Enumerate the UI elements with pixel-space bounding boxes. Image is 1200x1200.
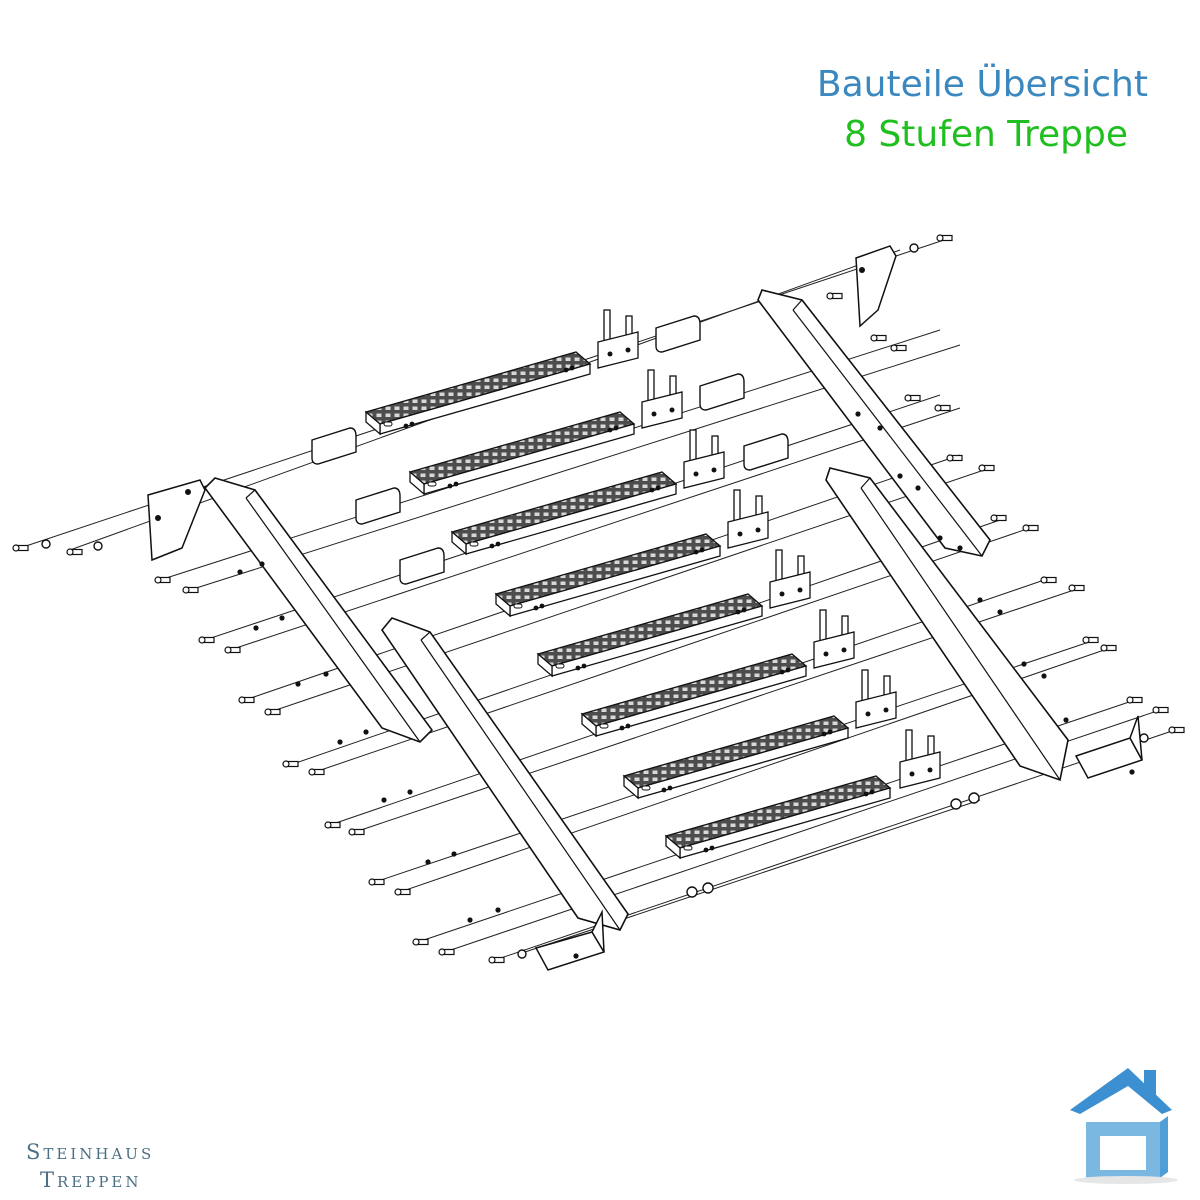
- tread-4: [495, 533, 721, 617]
- house-icon: [1070, 1068, 1178, 1184]
- wall-bracket-right: [855, 245, 897, 328]
- nuts-washers: [41, 243, 1149, 959]
- floor-bracket-left: [534, 909, 606, 971]
- brand-line-1: Steinhaus: [26, 1140, 155, 1164]
- brand-wordmark: Steinhaus Treppen: [26, 1138, 154, 1194]
- tread-7: [623, 715, 849, 799]
- floor-bracket-right: [1074, 715, 1144, 779]
- treads: [365, 351, 891, 859]
- tread-2: [409, 411, 635, 495]
- right-stringer-front: [825, 467, 1069, 782]
- right-stringer-rear: [757, 289, 991, 557]
- tread-5: [537, 593, 763, 677]
- tread-8: [665, 775, 891, 859]
- title-line-stairs: 8 Stufen Treppe: [844, 114, 1128, 155]
- title-line-overview: Bauteile Übersicht: [816, 64, 1148, 105]
- bolts-left: [12, 544, 505, 964]
- wall-bracket-left: [147, 479, 206, 562]
- brand-line-2: Treppen: [40, 1168, 142, 1192]
- left-stringer-front: [380, 617, 629, 931]
- tread-6: [581, 653, 807, 737]
- page-title: Bauteile Übersicht 8 Stufen Treppe: [817, 60, 1148, 160]
- left-stringer-rear: [203, 477, 434, 743]
- tread-1: [365, 351, 591, 435]
